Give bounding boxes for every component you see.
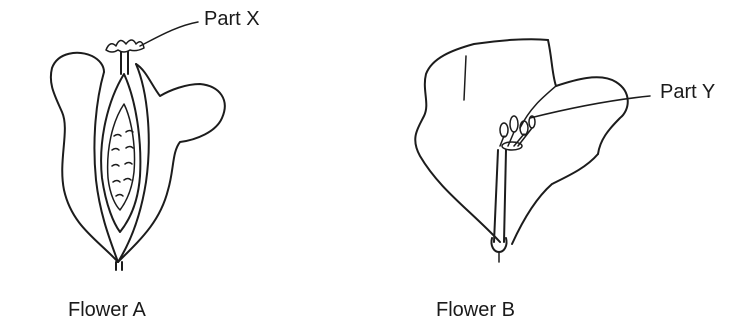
flower-a-drawing (51, 22, 225, 270)
flower-b-caption: Flower B (436, 300, 515, 320)
flower-b-top-petal (548, 40, 628, 154)
flower-b-right-petal (512, 154, 598, 244)
flower-b-drawing (415, 39, 650, 262)
part-y-leader-line (530, 96, 650, 118)
flower-a-caption: Flower A (68, 300, 146, 320)
part-x-leader-line (140, 22, 198, 46)
flower-a-style (121, 52, 128, 74)
flower-a-stalk (116, 262, 122, 270)
part-y-label: Part Y (660, 82, 715, 102)
flower-a-ovules (112, 131, 133, 197)
part-x-label: Part X (204, 9, 260, 29)
flower-a-left-sepal (94, 72, 118, 262)
flower-b-style (494, 150, 506, 242)
flower-a-stigma (106, 40, 144, 52)
flower-b-anthers (500, 116, 535, 150)
flower-b-crease (464, 56, 466, 100)
flower-a-right-sepal (118, 64, 149, 262)
